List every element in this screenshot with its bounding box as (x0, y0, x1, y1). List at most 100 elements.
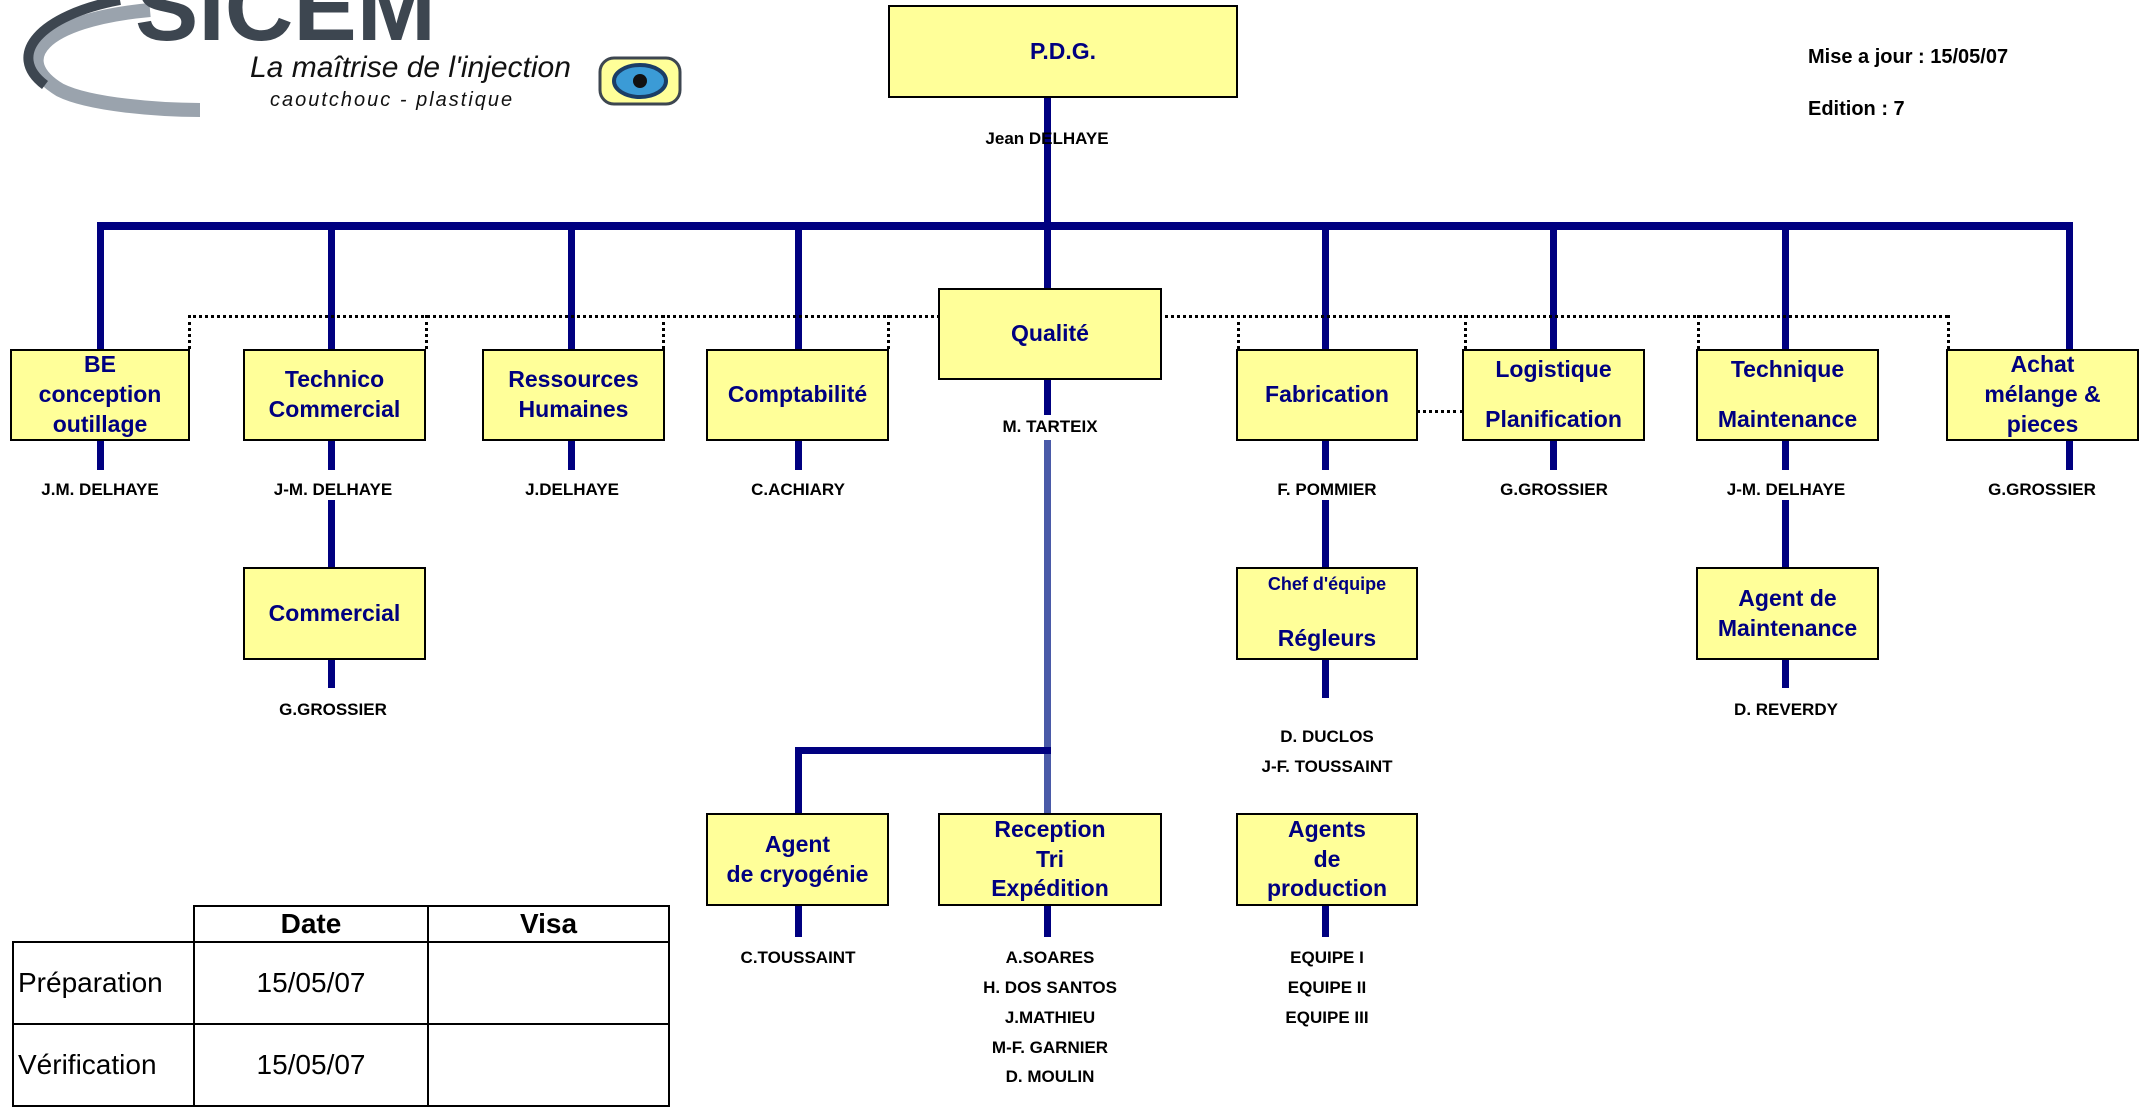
drop-compta (795, 222, 802, 349)
stem (568, 440, 575, 470)
stem (1322, 660, 1329, 698)
logo-brand: SICEM (135, 0, 436, 61)
technico-label-1: Technico (284, 366, 385, 393)
rh-label-1: Ressources (508, 366, 639, 393)
dotted-drop (1947, 315, 1950, 349)
achat-label-2: mélange & (1984, 381, 2101, 408)
header-visa: Visa (427, 905, 670, 943)
dotted-drop (1697, 315, 1700, 349)
stem (1322, 500, 1329, 568)
dotted-drop (662, 315, 665, 349)
header-empty (13, 906, 195, 943)
reception-label-2: Tri (1035, 845, 1065, 872)
dotted-drop (425, 315, 428, 349)
reception-name-4: M-F. GARNIER (991, 1038, 1109, 1057)
agent-maint-name: D. REVERDY (1734, 700, 1838, 719)
main-bus (97, 222, 2072, 230)
pdg-title: P.D.G. (1029, 37, 1097, 64)
be-name: J.M. DELHAYE (41, 480, 159, 499)
be-box: BE conception outillage (10, 349, 190, 441)
drop-fabrication (1322, 222, 1329, 349)
drop-qualite (1044, 222, 1051, 289)
stem (1782, 660, 1789, 688)
reception-name-3: J.MATHIEU (1004, 1008, 1096, 1027)
drop-be (97, 222, 104, 349)
signature-table: Date Visa Préparation 15/05/07 Vérificat… (12, 905, 670, 1107)
stem (328, 500, 335, 568)
stem (1550, 440, 1557, 470)
stem (1322, 905, 1329, 937)
commercial-name: G.GROSSIER (279, 700, 387, 719)
stem (795, 747, 802, 815)
qualite-trunk (1044, 440, 1051, 815)
compta-box: Comptabilité (706, 349, 889, 441)
compta-label-1: Comptabilité (727, 381, 868, 408)
drop-technique (1782, 222, 1789, 349)
drop-achat (2066, 222, 2073, 349)
fabrication-label-1: Fabrication (1265, 381, 1389, 408)
stem (1782, 440, 1789, 470)
cryo-name: C.TOUSSAINT (740, 948, 856, 967)
stem (795, 905, 802, 937)
logo-tagline: La maîtrise de l'injection (250, 51, 571, 84)
stem (1782, 500, 1789, 568)
stem (795, 440, 802, 470)
agent-maint-label-2: Maintenance (1717, 614, 1858, 641)
agent-maintenance-box: Agent de Maintenance (1696, 567, 1879, 660)
row-visa (427, 941, 670, 1025)
cryo-box: Agent de cryogénie (706, 813, 889, 906)
cryo-label-1: Agent (764, 830, 831, 857)
chef-name-1: D. DUCLOS (1280, 727, 1374, 746)
drop-technico (328, 222, 335, 349)
update-date: Mise a jour : 15/05/07 (1808, 46, 2009, 68)
rh-box: Ressources Humaines (482, 349, 665, 441)
drop-logistique (1550, 222, 1557, 349)
reception-name-1: A.SOARES (1005, 948, 1095, 967)
stem (1322, 440, 1329, 470)
table-row: Vérification 15/05/07 (12, 1023, 670, 1107)
qualite-box: Qualité (938, 288, 1162, 380)
pdg-stem (1044, 98, 1051, 225)
logistique-label-1: Logistique (1495, 356, 1612, 382)
technique-label-1: Technique (1730, 356, 1845, 382)
chef-name-2: J-F. TOUSSAINT (1261, 757, 1393, 776)
dotted-drop (188, 315, 191, 349)
rh-label-2: Humaines (518, 396, 629, 422)
compta-name: C.ACHIARY (751, 480, 845, 499)
achat-label-3: pieces (2006, 410, 2079, 437)
be-label-3: outillage (52, 410, 148, 437)
reception-label-1: Reception (994, 815, 1106, 842)
be-label-1: BE (84, 351, 116, 378)
dotted-drop (1237, 315, 1240, 349)
achat-label-1: Achat (2010, 351, 2075, 378)
stem (328, 660, 335, 688)
reception-name-2: H. DOS SANTOS (983, 978, 1117, 997)
sicem-logo: SICEM La maîtrise de l'injection caoutch… (23, 0, 682, 117)
row-date: 15/05/07 (193, 941, 429, 1025)
reception-label-3: Expédition (991, 875, 1109, 902)
be-label-2: conception (38, 381, 162, 408)
logistique-name: G.GROSSIER (1500, 480, 1608, 499)
technico-box: Technico Commercial (243, 349, 426, 441)
technique-name: J-M. DELHAYE (1726, 480, 1846, 499)
agents-prod-label-3: production (1266, 875, 1388, 902)
stem (328, 440, 335, 470)
achat-box: Achat mélange & pieces (1946, 349, 2139, 441)
cryo-label-2: de cryogénie (726, 860, 869, 887)
qualite-name: M. TARTEIX (1002, 417, 1098, 436)
dotted-drop (887, 315, 890, 349)
reception-box: Reception Tri Expédition (938, 813, 1162, 906)
agents-prod-label-1: Agents (1288, 815, 1366, 842)
technico-name: J-M. DELHAYE (273, 480, 393, 499)
commercial-label-1: Commercial (268, 599, 401, 626)
achat-name: G.GROSSIER (1988, 480, 2096, 499)
technique-box: Technique Maintenance (1696, 349, 1879, 441)
header-date: Date (193, 905, 429, 943)
stem (1044, 905, 1051, 937)
agent-maint-label-1: Agent de (1738, 584, 1837, 611)
row-date: 15/05/07 (193, 1023, 429, 1107)
drop-rh (568, 222, 575, 349)
fabrication-box: Fabrication (1236, 349, 1418, 441)
row-visa (427, 1023, 670, 1107)
row-label: Préparation (12, 941, 195, 1025)
